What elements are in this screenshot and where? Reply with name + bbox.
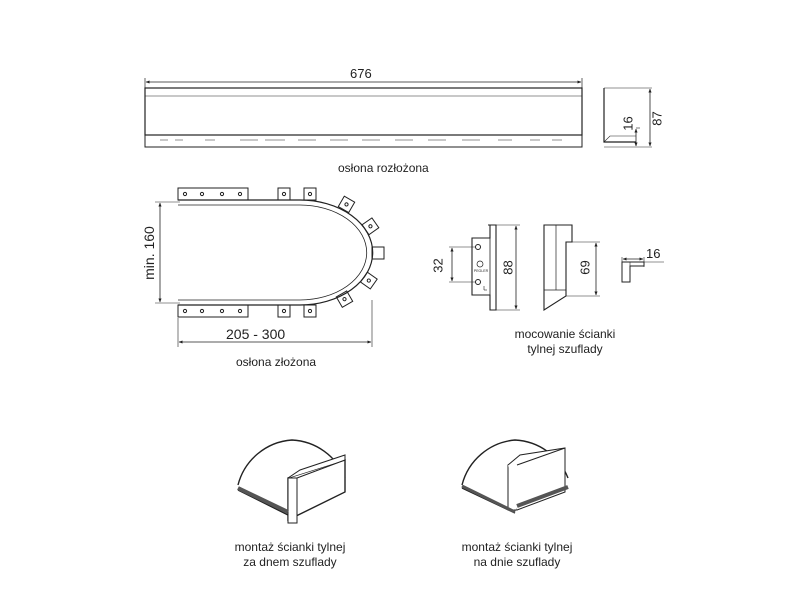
mount-under-bottom-line1: montaż ścianki tylnej (234, 540, 346, 554)
bracket-dimension-69: 69 (577, 260, 593, 275)
mounting-detail-on-bottom (461, 439, 569, 514)
cover-body (144, 87, 583, 136)
mount-on-bottom-caption: montaż ścianki tylnej na dnie szuflady (452, 540, 582, 570)
bracket-side-view (543, 224, 600, 312)
bracket-dimension-32: 32 (430, 258, 446, 273)
bracket-dimension-88: 88 (500, 260, 516, 275)
width-outer-dimension-label: 87 (649, 111, 665, 126)
bracket-logo-icon (476, 260, 484, 268)
folded-height-label: min. 160 (140, 226, 157, 280)
mount-on-bottom-line2: na dnie szuflady (473, 555, 561, 569)
bracket-dimension-16: 16 (646, 246, 661, 261)
cover-teeth-strip (144, 134, 583, 148)
side-profile-view (603, 87, 652, 148)
length-dimension-label: 676 (350, 66, 372, 81)
unfolded-cover-view (144, 78, 583, 148)
folded-cover-caption: osłona złożona (236, 355, 317, 369)
mount-under-bottom-caption: montaż ścianki tylnej za dnem szuflady (225, 540, 355, 570)
mount-under-bottom-line2: za dnem szuflady (243, 555, 337, 569)
bracket-caption: mocowanie ścianki tylnej szuflady (505, 327, 625, 357)
mounting-detail-under-bottom (237, 439, 346, 524)
bracket-caption-line2: tylnej szuflady (527, 342, 603, 356)
width-inner-dimension-label: 16 (620, 116, 636, 131)
bracket-logo-text: PEGLER (474, 269, 489, 273)
folded-cover-view (155, 187, 385, 347)
u-shape-outer (178, 199, 374, 306)
bracket-front-view: PEGLER (449, 224, 520, 311)
mount-on-bottom-line1: montaż ścianki tylnej (461, 540, 573, 554)
bracket-top-view (621, 257, 664, 283)
folded-range-label: 205 - 300 (226, 326, 286, 342)
unfolded-cover-caption: osłona rozłożona (338, 161, 429, 175)
u-shape-inner (178, 204, 368, 301)
bracket-caption-line1: mocowanie ścianki (514, 327, 616, 341)
